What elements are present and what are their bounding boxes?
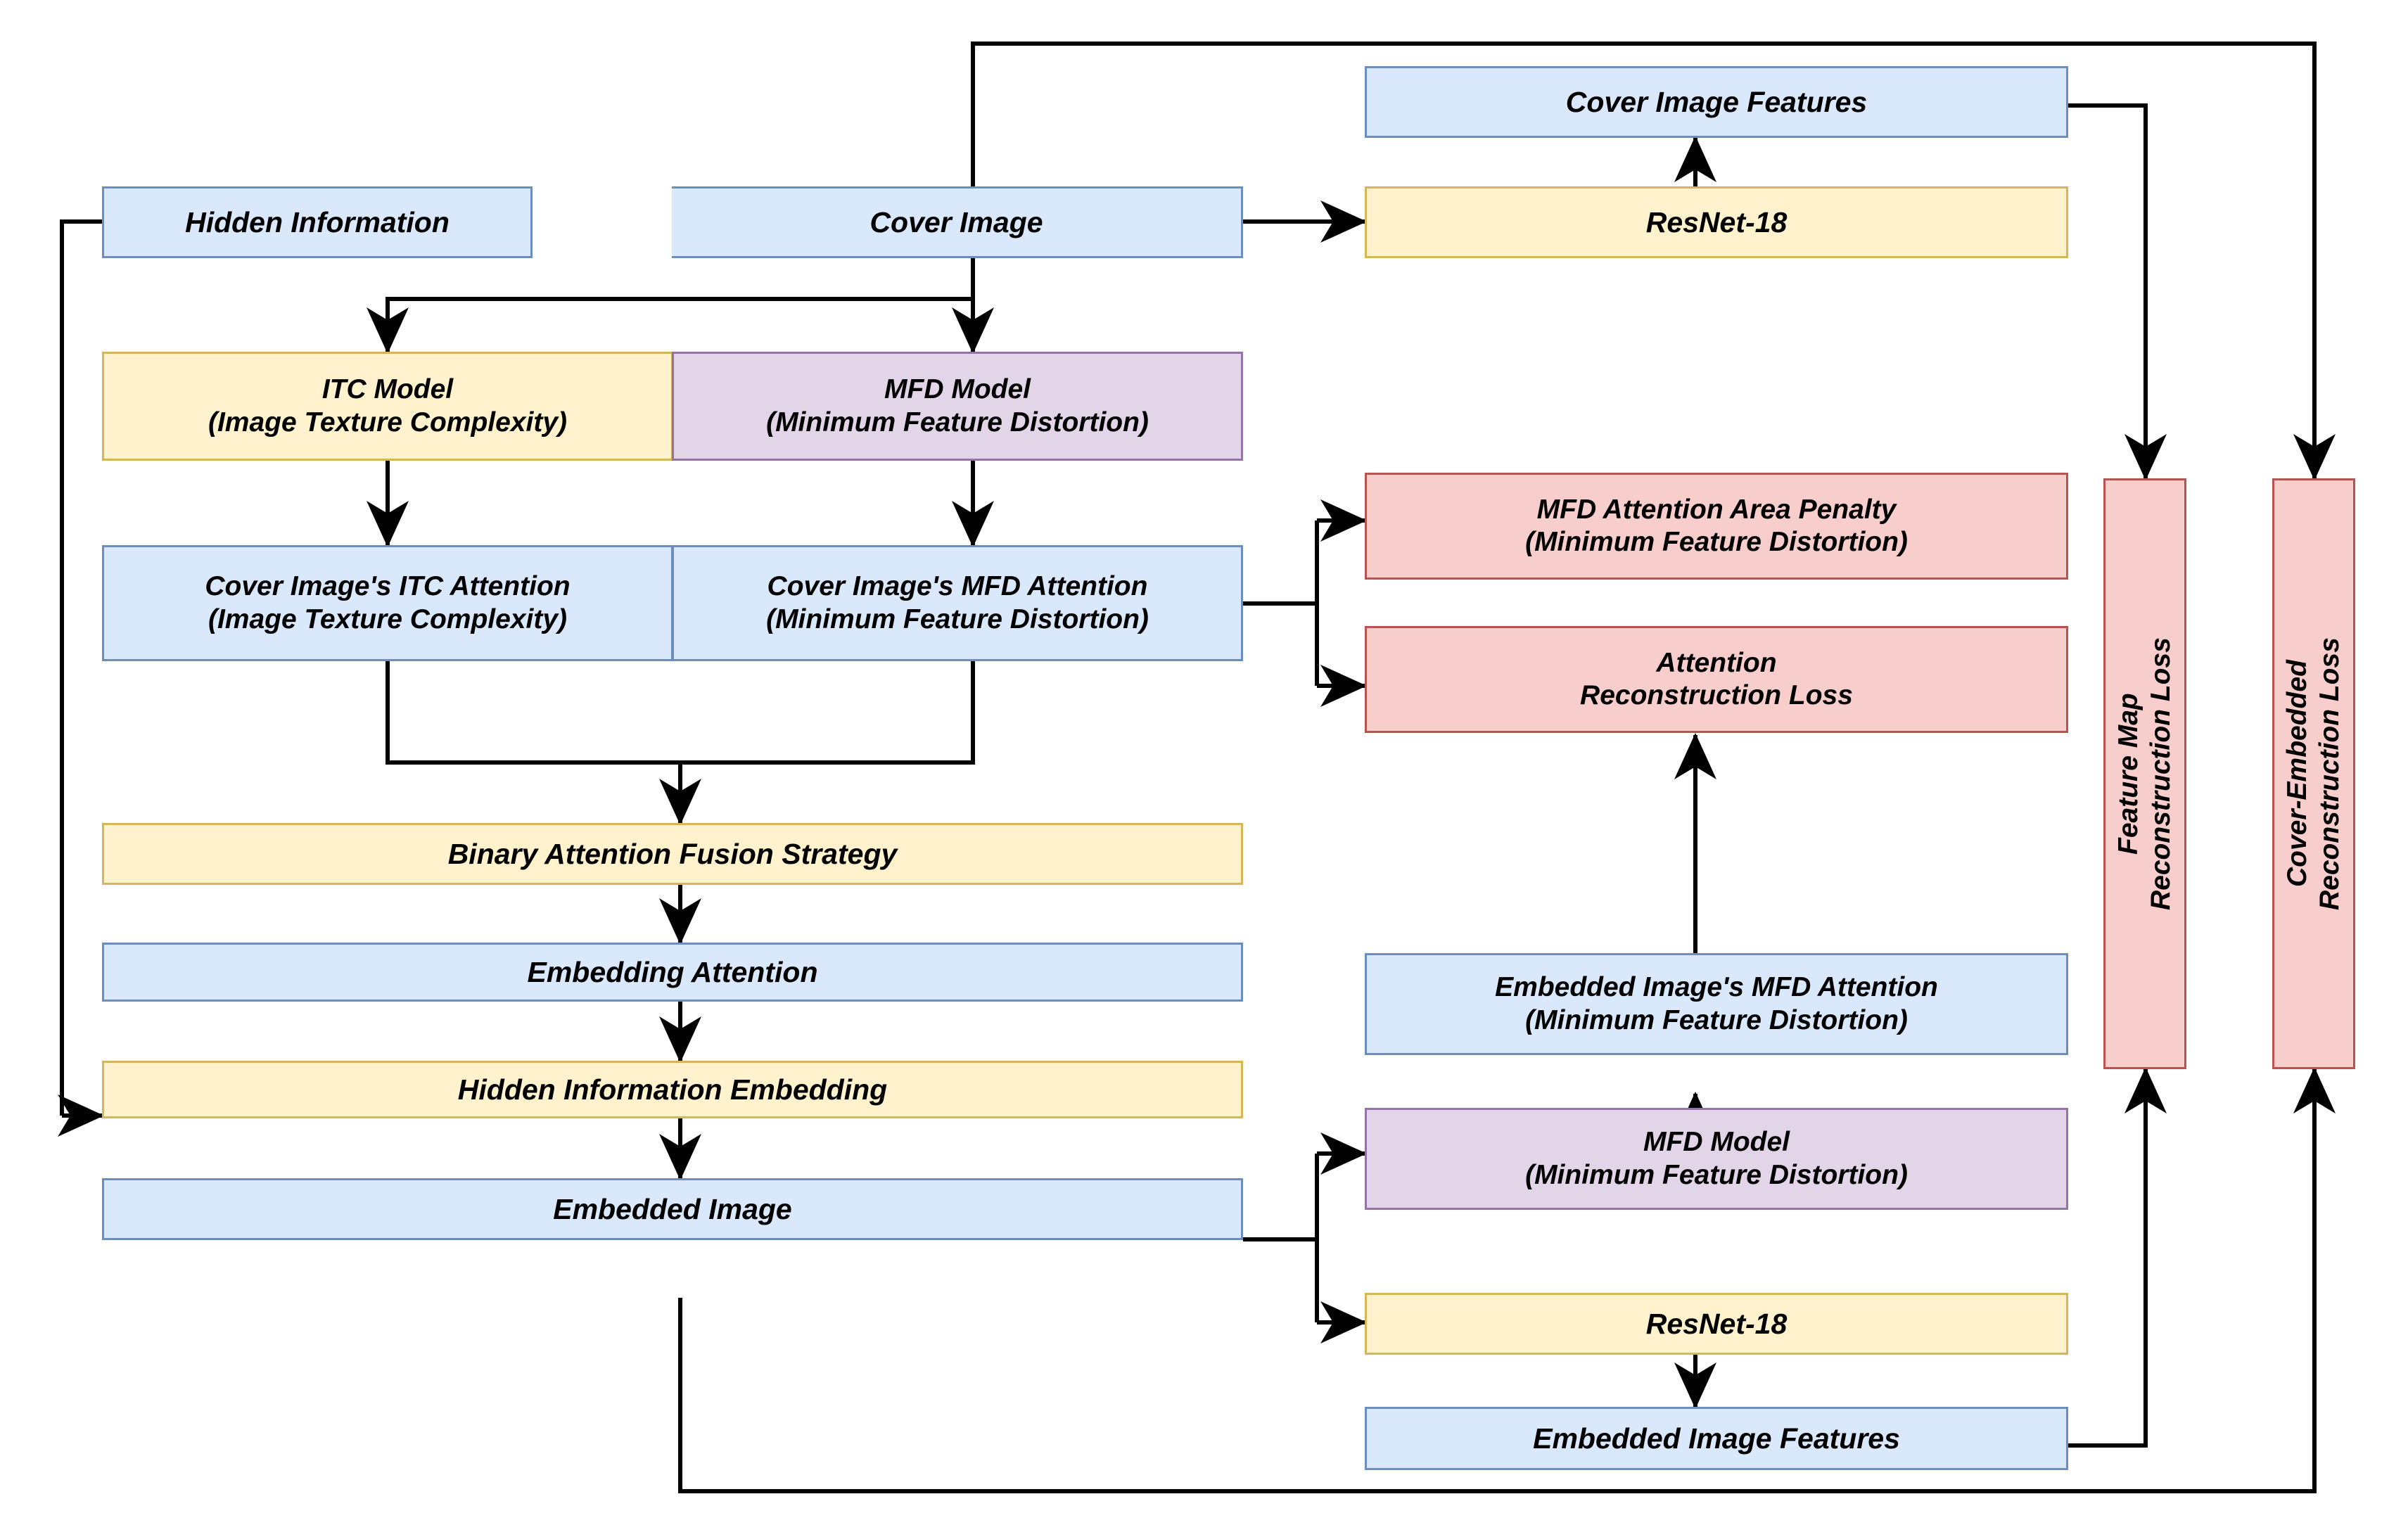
node-embedded-image[interactable]: Embedded Image <box>102 1178 1243 1240</box>
node-binary-attention-fusion-strategy[interactable]: Binary Attention Fusion Strategy <box>102 823 1243 885</box>
node-embedded-image-features[interactable]: Embedded Image Features <box>1365 1407 2068 1470</box>
wire-cover-features-to-fmrl <box>2068 103 2148 473</box>
node-cover-mfd-attention[interactable]: Cover Image's MFD Attention (Minimum Fea… <box>672 545 1243 661</box>
wire-embedded-features-to-fmrl <box>2068 1076 2148 1448</box>
node-mfd-model-bottom[interactable]: MFD Model (Minimum Feature Distortion) <box>1365 1108 2068 1210</box>
wire-cover-split <box>386 258 975 345</box>
node-cover-embedded-reconstruction-loss[interactable]: Cover-Embedded Reconstruction Loss <box>2272 478 2355 1069</box>
node-mfd-model-top[interactable]: MFD Model (Minimum Feature Distortion) <box>672 352 1243 461</box>
wire-hidden-to-embedding <box>60 219 102 1116</box>
node-hidden-information[interactable]: Hidden Information <box>102 186 533 258</box>
node-cover-image[interactable]: Cover Image <box>672 186 1243 258</box>
node-cover-itc-attention[interactable]: Cover Image's ITC Attention (Image Textu… <box>102 545 673 661</box>
node-cover-image-features[interactable]: Cover Image Features <box>1365 66 2068 138</box>
node-mfd-attention-area-penalty[interactable]: MFD Attention Area Penalty (Minimum Feat… <box>1365 473 2068 580</box>
node-embedding-attention[interactable]: Embedding Attention <box>102 943 1243 1002</box>
node-embedded-image-mfd-attention[interactable]: Embedded Image's MFD Attention (Minimum … <box>1365 953 2068 1055</box>
wire-cover-top-right <box>971 42 2317 473</box>
node-itc-model[interactable]: ITC Model (Image Texture Complexity) <box>102 352 673 461</box>
node-resnet18-bottom[interactable]: ResNet-18 <box>1365 1293 2068 1355</box>
node-attention-reconstruction-loss[interactable]: Attention Reconstruction Loss <box>1365 626 2068 733</box>
node-feature-map-reconstruction-loss[interactable]: Feature Map Reconstruction Loss <box>2103 478 2186 1069</box>
wire-embedded-bottom-right <box>678 1076 2317 1493</box>
node-resnet18-top[interactable]: ResNet-18 <box>1365 186 2068 258</box>
node-hidden-information-embedding[interactable]: Hidden Information Embedding <box>102 1061 1243 1118</box>
wire-attentions-join <box>386 661 975 765</box>
